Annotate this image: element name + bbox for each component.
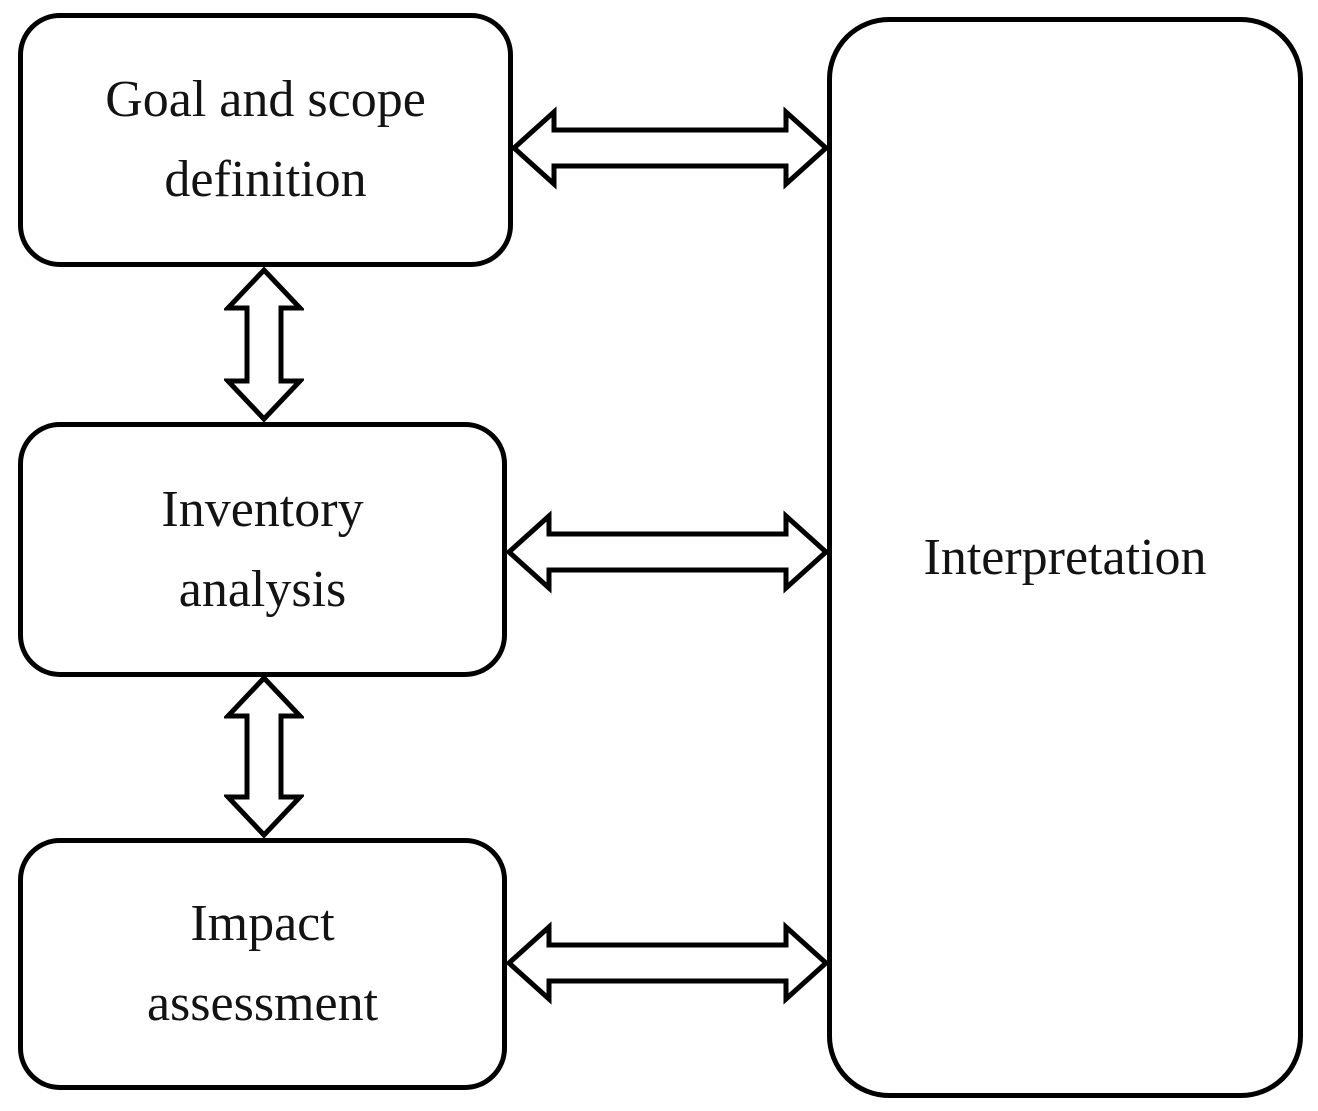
node-label-line: Impact — [190, 895, 335, 952]
node-label-line: analysis — [178, 560, 347, 618]
double-arrow-inventory-interpretation-icon — [506, 510, 829, 594]
node-label-line: assessment — [146, 975, 379, 1032]
node-label-line: Goal and scope — [105, 71, 426, 128]
double-arrow-inventory-impact-icon — [224, 675, 304, 838]
node-label-line: Interpretation — [923, 528, 1207, 586]
double-arrow-goal-inventory-icon — [224, 267, 304, 422]
node-inventory-analysis: Inventory analysis — [18, 422, 507, 677]
node-goal-and-scope-definition: Goal and scope definition — [18, 13, 513, 267]
double-arrow-impact-interpretation-icon — [506, 921, 829, 1005]
node-impact-assessment: Impact assessment — [18, 838, 507, 1090]
node-label-line: Inventory — [161, 480, 364, 538]
node-interpretation: Interpretation — [827, 17, 1303, 1098]
node-label-line: definition — [164, 151, 367, 208]
double-arrow-goal-interpretation-icon — [511, 106, 829, 190]
